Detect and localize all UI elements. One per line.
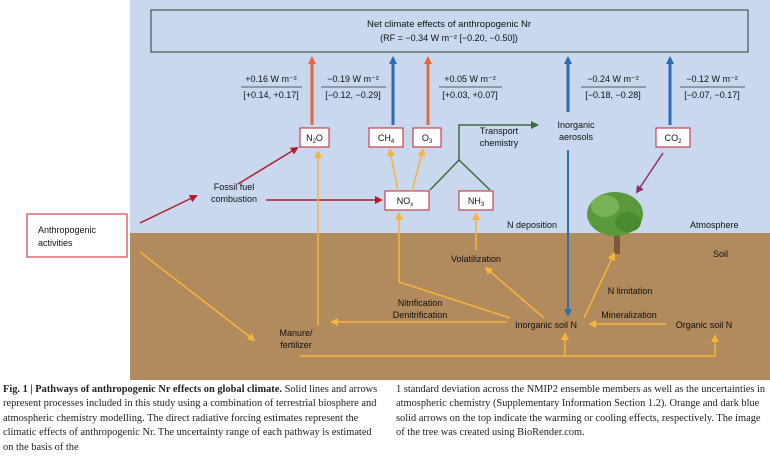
co2-box-frame [655, 127, 691, 148]
pathway-value: +0.16 W m⁻² [245, 74, 297, 84]
fossil-to-n2o-arrow [237, 146, 299, 185]
nox-box-frame [384, 190, 430, 211]
nox-box: NOx [384, 190, 430, 211]
nox-main: NO [397, 196, 411, 206]
ch4-label: CH4 [378, 133, 395, 145]
anthropogenic-line-1: Anthropogenic [38, 225, 97, 235]
transport-line-1: Transport [480, 126, 519, 136]
atmosphere-label: Atmosphere [690, 220, 739, 230]
nh3-main: NH [468, 196, 481, 206]
nox-sub: x [410, 202, 413, 208]
ch4-box-frame [368, 127, 404, 148]
ch4-main: CH [378, 133, 391, 143]
fossil-line-1: Fossil fuel [214, 182, 255, 192]
inorganic-aerosols-label: Inorganic aerosols [557, 120, 595, 142]
n-limitation-label: N limitation [608, 286, 653, 296]
co2-label: CO2 [665, 133, 683, 145]
mineralization-label: Mineralization [601, 310, 657, 320]
inorganic-to-tree-arrow [583, 252, 616, 319]
nitrification-line-2: Denitrification [393, 310, 448, 320]
n2o-label: N2O [306, 133, 323, 145]
manure-fertilizer-label: Manure/fertilizer [279, 328, 313, 350]
pathway-ch4-label: −0.19 W m⁻² [−0.12, −0.29] [321, 74, 386, 100]
nitrification-to-nox-arrow [395, 212, 511, 319]
inorganic-to-volatilization-arrow [484, 266, 545, 319]
o3-main: O [422, 133, 429, 143]
nh3-box: NH3 [458, 190, 494, 211]
inorganic-soil-n-label: Inorganic soil N [515, 320, 577, 330]
anthropogenic-activities-box: Anthropogenic activities [26, 213, 128, 258]
pathway-value: −0.19 W m⁻² [327, 74, 379, 84]
nox-to-ch4-arrow [387, 148, 399, 192]
nh3-box-frame [458, 190, 494, 211]
transport-chemistry-arrow [458, 121, 539, 160]
pathway-value: +0.05 W m⁻² [444, 74, 496, 84]
tree-foliage-shade [615, 212, 641, 232]
n2o-tail: O [316, 133, 323, 143]
n2o-box-frame [299, 127, 330, 148]
manure-line-1: Manure/ [279, 328, 313, 338]
pathway-range: [+0.03, +0.07] [442, 90, 498, 100]
o3-label: O3 [422, 133, 433, 145]
anthropogenic-to-fossil-arrow [139, 195, 198, 224]
o3-sub: 3 [429, 139, 433, 145]
pathway-range: [−0.12, −0.29] [325, 90, 381, 100]
nr-climate-pathways-diagram: Net climate effects of anthropogenic Nr … [26, 0, 770, 380]
fossil-fuel-label: Fossil fuel combustion [211, 182, 257, 204]
pathway-value: −0.12 W m⁻² [686, 74, 738, 84]
pathway-range: [−0.18, −0.28] [585, 90, 641, 100]
pathway-co2-label: −0.12 W m⁻² [−0.07, −0.17] [680, 74, 745, 100]
ch4-box: CH4 [368, 127, 404, 148]
caption-body: Solid lines and arrows represent process… [3, 384, 378, 453]
volatilization-label: Volatilization [451, 254, 501, 264]
pathway-value: −0.24 W m⁻² [587, 74, 639, 84]
fossil-line-2: combustion [211, 194, 257, 204]
pathway-range: [−0.07, −0.17] [684, 90, 740, 100]
net-effect-box [150, 9, 749, 53]
nox-to-o3-arrow [411, 148, 426, 192]
pathway-range: [+0.14, +0.17] [243, 90, 299, 100]
organic-soil-n-label: Organic soil N [676, 320, 733, 330]
net-effect-value: (RF = −0.34 W m⁻² [−0.20, −0.50]) [380, 33, 518, 43]
anthropogenic-box-frame [26, 213, 128, 258]
pathway-n2o-label: +0.16 W m⁻² [+0.14, +0.17] [241, 74, 302, 100]
soil-label: Soil [713, 249, 728, 259]
nh3-sub: 3 [481, 202, 485, 208]
o3-box-frame [412, 127, 442, 148]
figure-caption-right: 1 standard deviation across the NMIP2 en… [396, 384, 766, 439]
pathway-aerosols-label: −0.24 W m⁻² [−0.18, −0.28] [581, 74, 646, 100]
n2o-sub: 2 [313, 139, 317, 145]
transport-line-2: chemistry [480, 138, 519, 148]
nox-to-transport-line [429, 159, 460, 191]
figure-caption-left: Fig. 1 | Pathways of anthropogenic Nr ef… [3, 383, 383, 455]
transport-chemistry-label: Transport chemistry [480, 126, 519, 148]
tree-foliage-highlight [591, 195, 619, 217]
anthropogenic-line-2: activities [38, 238, 73, 248]
aerosols-line-1: Inorganic [557, 120, 595, 130]
tree-trunk [614, 220, 620, 254]
nox-label: NOx [397, 196, 414, 208]
n2o-main: N [306, 133, 313, 143]
caption-lead: Fig. 1 | Pathways of anthropogenic Nr ef… [3, 384, 282, 395]
nh3-label: NH3 [468, 196, 485, 208]
net-effect-title: Net climate effects of anthropogenic Nr [367, 19, 531, 30]
tree-icon [587, 192, 643, 254]
co2-sub: 2 [678, 139, 682, 145]
pathway-o3-label: +0.05 W m⁻² [+0.03, +0.07] [439, 74, 502, 100]
o3-box: O3 [412, 127, 442, 148]
n2o-box: N2O [299, 127, 330, 148]
manure-line-2: fertilizer [280, 340, 312, 350]
manure-to-organic-arrow [300, 334, 719, 357]
n-deposition-label: N deposition [507, 220, 557, 230]
anthropogenic-to-manure-arrow [139, 251, 256, 342]
co2-main: CO [665, 133, 679, 143]
nitrification-line-1: Nitrification [398, 298, 443, 308]
ch4-sub: 4 [391, 139, 395, 145]
co2-to-tree-arrow [635, 152, 664, 194]
anthropogenic-label: Anthropogenic activities [38, 225, 97, 248]
nh3-to-transport-line [458, 159, 491, 191]
aerosols-line-2: aerosols [559, 132, 594, 142]
co2-box: CO2 [655, 127, 691, 148]
